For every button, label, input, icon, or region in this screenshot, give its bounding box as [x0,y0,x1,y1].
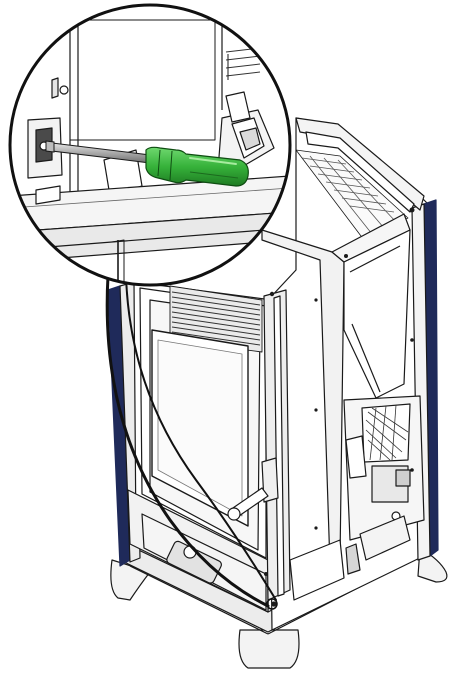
callout-target-point [266,598,278,610]
zoom-screw-top [59,85,69,95]
screwdriver [45,140,249,187]
door-handle [227,457,279,521]
stove-top-frame [295,117,425,213]
screwdriver-handle [145,146,249,187]
door-glass [151,329,249,527]
interior-grille [295,149,409,241]
stove-body [107,117,448,669]
callout-leader-lines [105,274,277,608]
pellet-chute [343,229,411,399]
screw-points [264,207,415,607]
inner-mechanism [343,395,425,541]
zoom-circle-border [8,3,292,287]
zoom-detail [8,3,292,287]
lower-interior-parts [289,515,411,601]
door-louvers [169,285,263,353]
door-hinge-strip [263,289,291,601]
